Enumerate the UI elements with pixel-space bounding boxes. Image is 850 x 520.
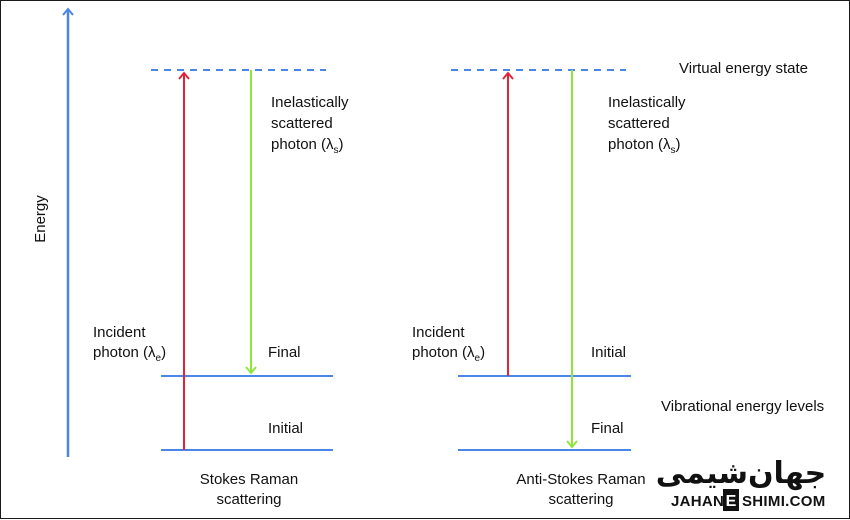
stokes-upper-level-label: Final xyxy=(268,344,301,361)
stokes-incident-label-line1: Incident xyxy=(93,324,146,341)
stokes-lower-level-label: Initial xyxy=(268,420,303,437)
stokes-scattered-label-line1: Inelastically xyxy=(271,94,349,111)
logo-latin-e: E xyxy=(726,493,737,510)
logo-latin-right: SHIMI.COM xyxy=(742,493,826,510)
anti-stokes-scattered-label-line1: Inelastically xyxy=(608,94,686,111)
stokes-caption-line1: Stokes Raman xyxy=(200,471,298,488)
vibrational-energy-levels-label: Vibrational energy levels xyxy=(661,398,824,415)
stokes-scattered-label-line3: photon (λs) xyxy=(271,136,344,156)
stokes-incident-label-line2: photon (λe) xyxy=(93,344,166,364)
anti-stokes-lower-level-label: Final xyxy=(591,420,624,437)
anti-stokes-incident-label-line1: Incident xyxy=(412,324,465,341)
energy-axis-label: Energy xyxy=(32,195,49,243)
anti-stokes-scattered-label-line3: photon (λs) xyxy=(608,136,681,156)
logo-persian-text: جهان‌شیمی xyxy=(656,456,827,491)
anti-stokes-caption-line2: scattering xyxy=(548,491,613,508)
jahaneshimi-logo: جهان‌شیمی JAHAN E SHIMI.COM xyxy=(656,456,827,511)
anti-stokes-scattered-label-line2: scattered xyxy=(608,115,670,132)
virtual-energy-state-label: Virtual energy state xyxy=(679,60,808,77)
anti-stokes-caption-line1: Anti-Stokes Raman xyxy=(516,471,645,488)
anti-stokes-upper-level-label: Initial xyxy=(591,344,626,361)
stokes-caption-line2: scattering xyxy=(216,491,281,508)
logo-latin-left: JAHAN xyxy=(671,493,724,510)
logo-e-box xyxy=(723,489,739,511)
anti-stokes-incident-label-line2: photon (λe) xyxy=(412,344,485,364)
stokes-scattered-label-line2: scattered xyxy=(271,115,333,132)
